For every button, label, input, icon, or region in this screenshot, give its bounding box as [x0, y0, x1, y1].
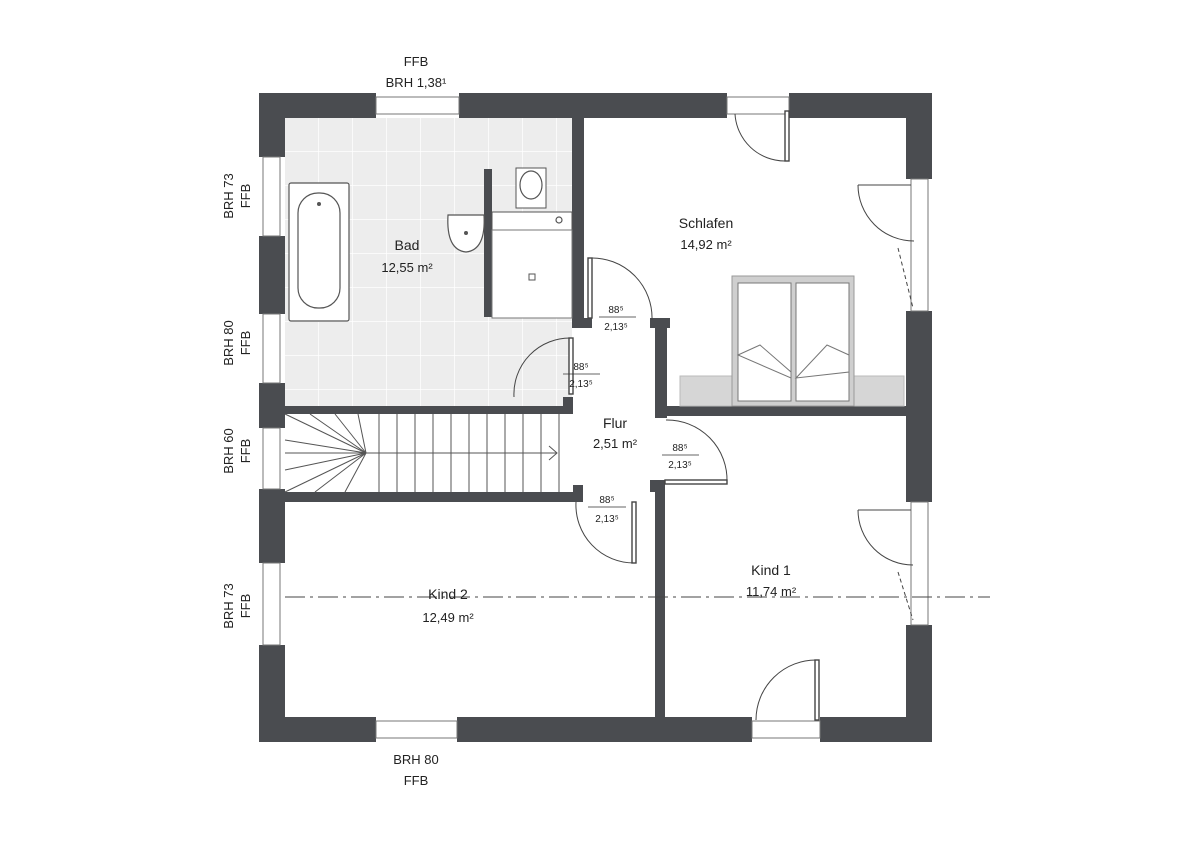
window-left4-brh: BRH 73	[221, 583, 236, 629]
doors	[513, 110, 915, 721]
interior-walls	[285, 118, 906, 717]
window-bottom-brh: BRH 80	[393, 752, 439, 767]
window-top-brh: BRH 1,38¹	[386, 75, 447, 90]
window-right-1	[910, 178, 929, 312]
stair-winder-tread	[344, 452, 367, 493]
door-dimensions: 88⁵ 2,13⁵ 88⁵ 2,13⁵ 88⁵ 2,13⁵ 88⁵ 2,13⁵	[563, 305, 699, 525]
stair-winder-tread	[284, 413, 367, 454]
washbasin	[447, 214, 485, 253]
window-left2-ffb: FFB	[238, 331, 253, 356]
stair-winder-tread	[284, 439, 367, 454]
room-area-schlafen: 14,92 m²	[680, 237, 732, 252]
room-name-flur: Flur	[603, 415, 627, 431]
stair-winder-tread	[334, 413, 367, 454]
toilet	[515, 167, 547, 209]
window-bottom-door	[751, 720, 821, 739]
window-top-door	[726, 96, 790, 115]
room-area-kind1: 11,74 m²	[746, 584, 797, 599]
door-height-4: 2,13⁵	[595, 514, 619, 525]
staircase	[284, 413, 563, 493]
window-left-1	[262, 156, 281, 237]
stair-winder-tread	[284, 452, 367, 471]
shower	[491, 211, 573, 319]
stair-winder-tread	[309, 413, 367, 454]
room-name-kind1: Kind 1	[751, 562, 791, 578]
stair-winder-tread	[284, 452, 367, 493]
door-width-3: 88⁵	[672, 443, 687, 454]
door-width-1: 88⁵	[608, 305, 623, 316]
window-bottom	[375, 720, 458, 739]
stair-winder-tread	[314, 452, 367, 493]
window-left4-ffb: FFB	[238, 594, 253, 619]
room-name-bad: Bad	[395, 237, 420, 253]
room-area-flur: 2,51 m²	[593, 436, 638, 451]
window-top-ffb: FFB	[404, 54, 429, 69]
window-top	[375, 96, 460, 115]
windows	[262, 96, 929, 739]
window-left3-ffb: FFB	[238, 439, 253, 464]
window-left1-brh: BRH 73	[221, 173, 236, 219]
door-width-4: 88⁵	[599, 495, 614, 506]
window-bottom-ffb: FFB	[404, 773, 429, 788]
door-height-1: 2,13⁵	[604, 322, 628, 333]
room-name-schlafen: Schlafen	[679, 215, 733, 231]
room-name-kind2: Kind 2	[428, 586, 468, 602]
window-left-2	[262, 313, 281, 384]
door-height-3: 2,13⁵	[668, 460, 692, 471]
window-right-2	[910, 501, 929, 626]
window-left1-ffb: FFB	[238, 184, 253, 209]
bathtub	[288, 182, 350, 322]
room-area-bad: 12,55 m²	[381, 260, 433, 275]
outer-walls	[259, 93, 932, 742]
room-labels: Bad 12,55 m² Schlafen 14,92 m² Flur 2,51…	[381, 215, 796, 625]
door-width-2: 88⁵	[573, 362, 588, 373]
door-height-2: 2,13⁵	[569, 379, 593, 390]
window-left-4	[262, 562, 281, 646]
window-left3-brh: BRH 60	[221, 428, 236, 474]
room-area-kind2: 12,49 m²	[422, 610, 474, 625]
window-left2-brh: BRH 80	[221, 320, 236, 366]
stair-winder-tread	[357, 413, 367, 454]
bed	[679, 275, 905, 407]
window-left-3	[262, 427, 281, 490]
window-labels: FFB BRH 1,38¹ BRH 80 FFB BRH 73 FFB BRH …	[221, 54, 447, 788]
